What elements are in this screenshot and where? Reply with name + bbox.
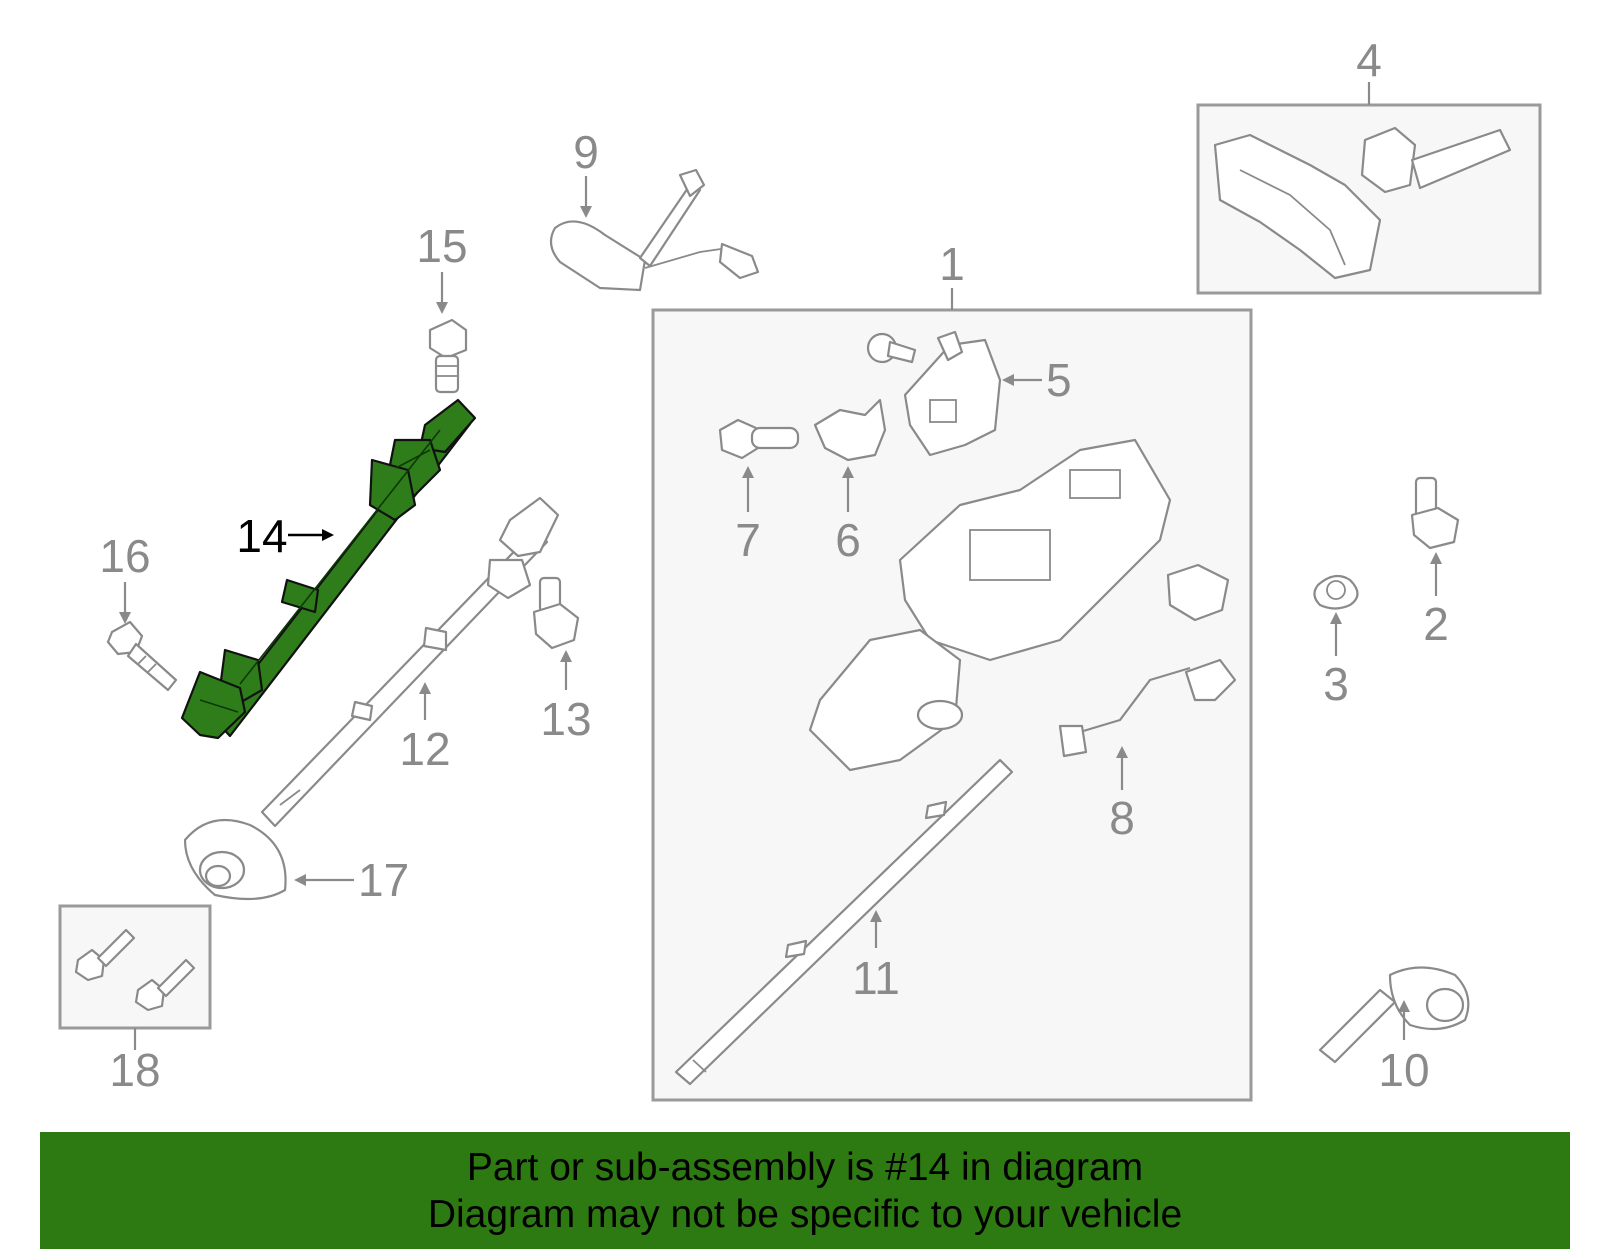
callout-2: 2 bbox=[1423, 598, 1449, 650]
part-13-bolt bbox=[532, 576, 580, 650]
callout-6: 6 bbox=[835, 514, 861, 566]
part-11-column-shaft bbox=[674, 758, 1014, 1086]
banner-line-part: Part or sub-assembly is #14 in diagram bbox=[466, 1145, 1144, 1189]
banner-line-disclaimer: Diagram may not be specific to your vehi… bbox=[427, 1192, 1183, 1236]
part-10-connector bbox=[1318, 966, 1470, 1064]
info-banner: Part or sub-assembly is #14 in diagram D… bbox=[40, 1132, 1570, 1249]
callout-8: 8 bbox=[1109, 792, 1135, 844]
callout-10: 10 bbox=[1378, 1044, 1429, 1096]
part-screw bbox=[866, 332, 917, 364]
callout-14[interactable]: 14 bbox=[236, 510, 287, 562]
leader-lines bbox=[119, 176, 1442, 1040]
part-18-bolt-kit bbox=[74, 928, 196, 1012]
part-8-harness bbox=[1058, 658, 1237, 758]
part-4-switch-assembly bbox=[1213, 126, 1512, 280]
part-17-boot bbox=[183, 818, 287, 901]
callout-17: 17 bbox=[358, 854, 409, 906]
callout-12: 12 bbox=[399, 723, 450, 775]
part-2-bolt bbox=[1410, 476, 1460, 550]
callout-9: 9 bbox=[573, 126, 599, 178]
part-12-steering-shaft bbox=[260, 496, 560, 828]
callout-7: 7 bbox=[735, 514, 761, 566]
part-16-bolt bbox=[106, 620, 178, 692]
callout-16: 16 bbox=[99, 530, 150, 582]
part-3-nut bbox=[1313, 574, 1359, 610]
part-5-lock-housing bbox=[903, 330, 1002, 457]
callout-4: 4 bbox=[1356, 34, 1382, 86]
part-7-bolt bbox=[718, 418, 800, 460]
part-15-bolt bbox=[428, 318, 468, 394]
callout-3: 3 bbox=[1323, 658, 1349, 710]
part-9-sensor bbox=[549, 168, 760, 292]
callout-1: 1 bbox=[939, 238, 965, 290]
callout-11: 11 bbox=[852, 952, 900, 1004]
part-1-column-body bbox=[808, 438, 1230, 772]
part-14-intermediate-shaft[interactable] bbox=[180, 398, 477, 740]
callout-5: 5 bbox=[1046, 354, 1072, 406]
callout-18: 18 bbox=[109, 1044, 160, 1096]
part-6-clip bbox=[813, 398, 887, 462]
callout-15: 15 bbox=[416, 220, 467, 272]
callout-13: 13 bbox=[540, 693, 591, 745]
